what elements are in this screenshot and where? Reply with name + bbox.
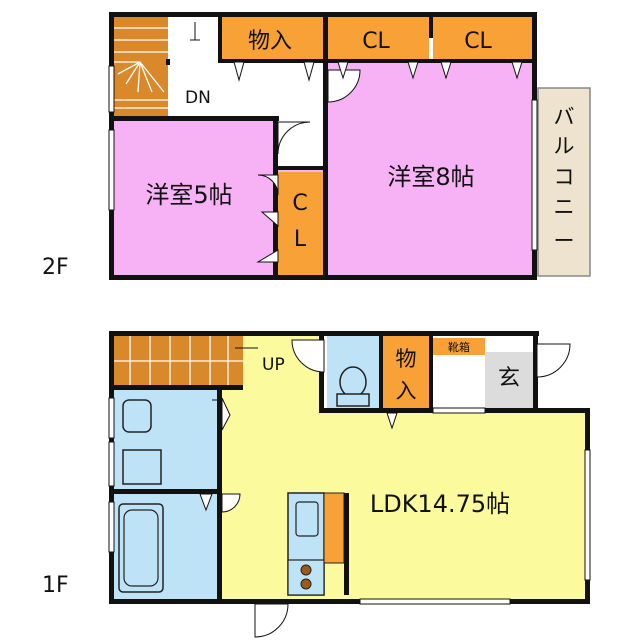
svg-text:ニ: ニ bbox=[554, 195, 575, 219]
balcony-label: バ ル コ ニ ー bbox=[554, 105, 575, 253]
closet-2f-right bbox=[433, 16, 533, 62]
storage-2f bbox=[222, 16, 323, 62]
burner-icon bbox=[300, 578, 312, 590]
stairs-2f bbox=[113, 16, 200, 116]
burner-icon bbox=[300, 564, 312, 576]
ldk-label: LDK14.75帖 bbox=[370, 490, 510, 518]
svg-text:コ: コ bbox=[554, 165, 575, 189]
svg-text:ー: ー bbox=[554, 229, 575, 253]
entrance bbox=[485, 352, 533, 408]
closet-2f-vertical-label-2: L bbox=[294, 227, 307, 252]
western-room-5 bbox=[113, 121, 273, 276]
western-room-5-label: 洋室5帖 bbox=[145, 181, 232, 209]
stairs-2f-label: DN bbox=[185, 88, 211, 108]
closet-2f-left-label: CL bbox=[362, 29, 390, 54]
floor-2f: 物入 CL CL DN 洋室8帖 洋室5帖 C L バ ル コ ニ ー 2F bbox=[42, 12, 591, 280]
svg-text:バ: バ bbox=[554, 105, 575, 129]
closet-2f-right-label: CL bbox=[464, 29, 492, 54]
washing-machine-icon bbox=[122, 449, 162, 485]
closet-2f-vertical bbox=[278, 172, 323, 276]
wash-basin-icon bbox=[122, 399, 152, 433]
western-room-8 bbox=[327, 62, 533, 276]
floor-label-1f: 1F bbox=[42, 573, 69, 598]
floor-1f: UP 物 入 靴箱 玄 LDK14.75帖 1F bbox=[42, 331, 591, 638]
shoe-box bbox=[433, 338, 485, 355]
entrance-label: 玄 bbox=[498, 366, 520, 391]
closet-2f-vertical-label-1: C bbox=[292, 191, 307, 216]
balcony bbox=[537, 87, 591, 277]
stairs-1f-label: UP bbox=[262, 355, 285, 375]
storage-1f-label-2: 入 bbox=[396, 379, 417, 403]
toilet-icon bbox=[336, 366, 370, 407]
kitchen-sink bbox=[295, 501, 319, 537]
closet-2f-left bbox=[327, 16, 429, 62]
kitchen-shelf bbox=[323, 492, 345, 564]
svg-text:ル: ル bbox=[554, 134, 575, 158]
stairs-1f bbox=[113, 336, 258, 386]
floor-label-2f: 2F bbox=[42, 255, 69, 280]
hallway-2f bbox=[168, 62, 323, 116]
storage-2f-label: 物入 bbox=[248, 29, 292, 54]
storage-1f bbox=[383, 336, 429, 408]
western-room-8-label: 洋室8帖 bbox=[387, 163, 474, 191]
shoe-box-label: 靴箱 bbox=[448, 340, 470, 354]
storage-1f-label-1: 物 bbox=[396, 347, 417, 371]
